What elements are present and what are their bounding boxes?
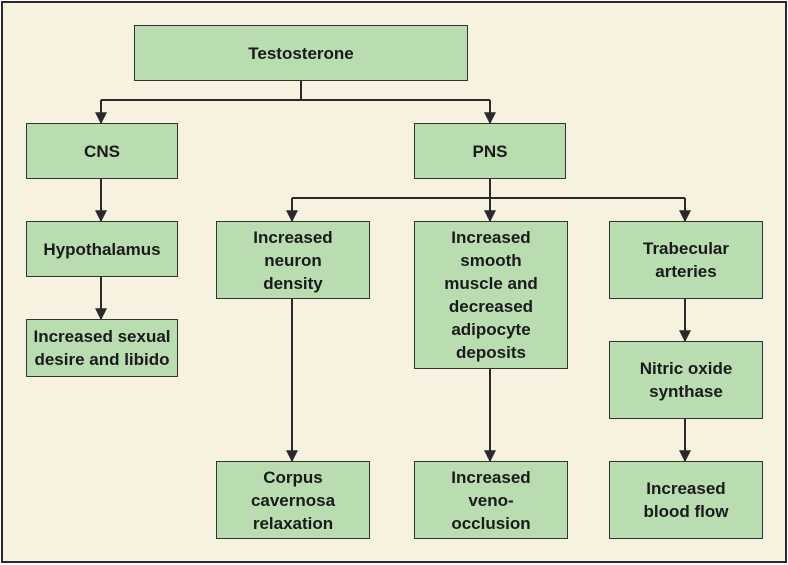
veno-occlusion-box: Increased veno- occlusion <box>414 461 568 539</box>
smooth-muscle-box: Increased smooth muscle and decreased ad… <box>414 221 568 369</box>
blood-flow-box: Increased blood flow <box>609 461 763 539</box>
nitric-oxide-box: Nitric oxide synthase <box>609 341 763 419</box>
sexual-desire-box: Increased sexual desire and libido <box>26 319 178 377</box>
connector-layer <box>95 81 691 463</box>
trabecular-arteries-box: Trabecular arteries <box>609 221 763 299</box>
hypothalamus-box: Hypothalamus <box>26 221 178 277</box>
neuron-density-box: Increased neuron density <box>216 221 370 299</box>
corpus-cavernosa-box: Corpus cavernosa relaxation <box>216 461 370 539</box>
testosterone-box: Testosterone <box>134 25 468 81</box>
cns-box: CNS <box>26 123 178 179</box>
pns-box: PNS <box>414 123 566 179</box>
